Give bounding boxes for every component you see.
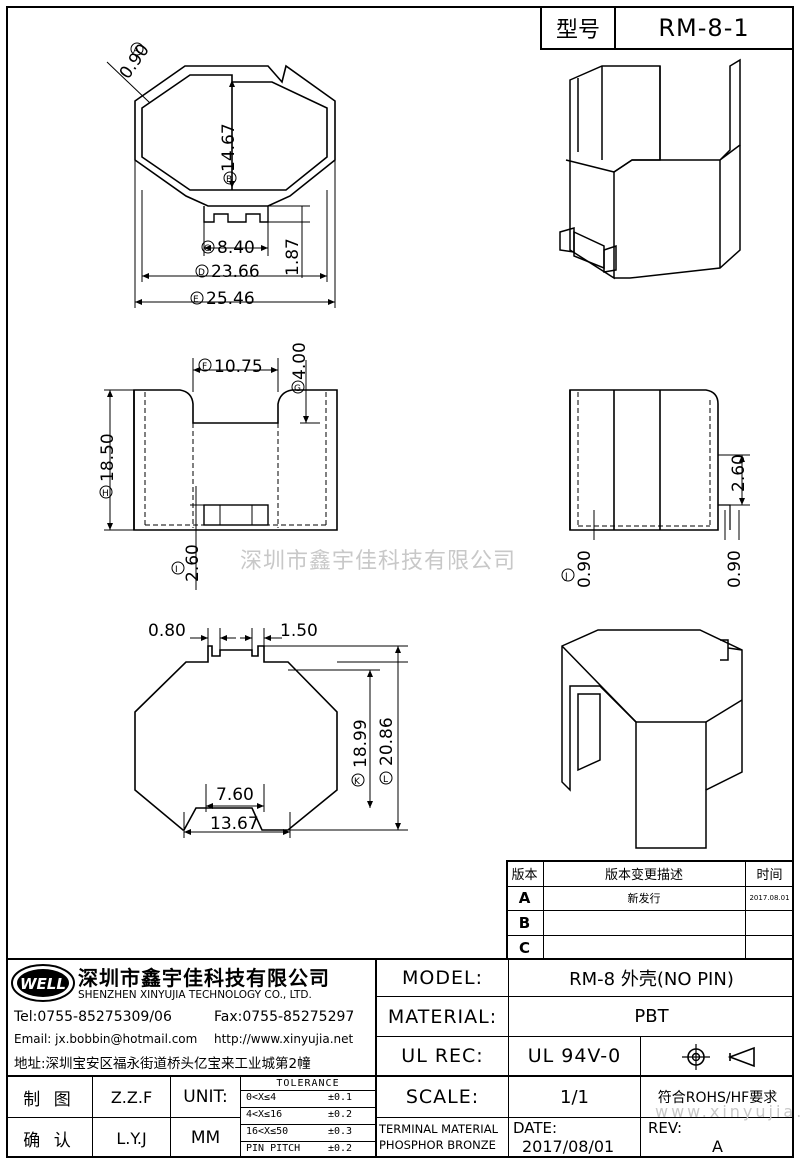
marker-c: C [204,244,210,254]
tol-range-3: 16<X≤50 [246,1126,289,1137]
rev-header-date: 时间 [756,867,783,883]
tol-value-4: ±0.2 [328,1143,353,1154]
material-value: PBT [634,1006,669,1027]
dim-slot1-text: 0.80 [148,621,186,641]
header-part-number: RM-8-1 [658,14,750,42]
iso-view-upper [559,58,741,280]
tol-value-2: ±0.2 [328,1109,353,1120]
dim-k-side-text: 0.90 [725,550,745,588]
tol-range-4: PIN PITCH [246,1143,301,1154]
company-watermark: 深圳市鑫宇佳科技有限公司 [240,549,517,574]
dim-h-text: 18.50 [98,433,118,482]
company-address: 地址:深圳宝安区福永街道桥头亿宝来工业城第2幢 [14,1056,311,1072]
tol-range-2: 4<X≤16 [246,1109,283,1120]
rev-label: REV: [648,1119,682,1137]
company-name-cn: 深圳市鑫宇佳科技有限公司 [78,966,330,990]
rev-header-desc: 版本变更描述 [604,867,683,883]
dim-side-height: 2.60 [729,454,749,492]
company-fax: Fax:0755-85275297 [214,1009,355,1025]
marker-b: B [226,175,232,185]
terminal-material-line2: PHOSPHOR BRONZE [379,1138,496,1152]
top-view [106,42,336,308]
rev-row-b-id: B [518,913,531,932]
projection-symbol-icon [682,1044,755,1070]
tolerance-title: TOLERANCE [276,1078,340,1089]
checked-label: 确 认 [23,1130,75,1151]
model-label: MODEL: [402,967,483,989]
checked-value: L.Y.J [116,1128,147,1148]
scale-value: 1/1 [560,1086,589,1108]
tol-range-1: 0<X≤4 [246,1092,277,1103]
marker-l: L [383,775,388,785]
company-email: Email: jx.bobbin@hotmail.com [14,1032,198,1046]
dim-g-text: 4.00 [290,342,310,380]
rev-row-a-desc: 新发行 [627,892,661,905]
drawn-label: 制 图 [23,1089,75,1110]
marker-k: K [354,777,361,787]
date-value: 2017/08/01 [522,1137,615,1156]
company-web[interactable]: http://www.xinyujia.net [214,1032,354,1046]
bottom-view [134,628,408,838]
marker-j: J [564,572,568,582]
model-value: RM-8 外壳(NO PIN) [569,969,734,990]
compliance-note: 符合ROHS/HF要求 [657,1090,778,1106]
marker-e: E [193,295,199,305]
unit-label: UNIT: [183,1087,228,1107]
dim-e-text: 25.46 [206,289,255,309]
dim-b-text: 14.67 [219,123,239,172]
front-view [99,358,338,590]
tol-value-1: ±0.1 [328,1092,353,1103]
ulrec-value: UL 94V-0 [527,1045,622,1067]
rev-row-a-date: 2017.08.01 [749,894,790,902]
dim-inner-text: 7.60 [216,785,254,805]
svg-text:WELL: WELL [20,975,66,993]
ulrec-label: UL REC: [401,1045,484,1067]
company-tel: Tel:0755-85275309/06 [14,1009,172,1025]
marker-a: A [133,46,140,56]
dim-l-text: 20.86 [377,717,397,766]
dim-d-text: 23.66 [211,262,260,282]
marker-d: D [198,268,205,278]
rev-row-a-id: A [518,889,531,907]
unit-value: MM [190,1128,221,1148]
rev-row-c-id: C [518,938,530,957]
side-view [561,389,750,582]
dim-j-text: 0.90 [575,550,595,588]
dim-h-text-top: 1.87 [283,238,303,276]
header-part-cell [614,6,794,50]
marker-i: I [175,565,178,575]
dim-i-text: 2.60 [183,544,203,582]
technical-drawing: A 0.90 B 14.67 C 8.40 D 23.66 E 25.46 1.… [98,40,750,849]
terminal-material-line1: TERMINAL MATERIAL [379,1122,498,1136]
dim-k-text: 18.99 [351,719,371,768]
date-label: DATE: [513,1119,558,1137]
marker-f: F [202,362,207,372]
material-label: MATERIAL: [387,1005,498,1028]
sheet-border [6,6,794,1158]
drawn-value: Z.Z.F [110,1087,153,1107]
company-name-en: SHENZHEN XINYUJIA TECHNOLOGY CO., LTD. [78,989,312,1001]
rev-value: A [712,1137,723,1156]
header-type-label: 型号 [555,18,600,43]
web-watermark: www.xinyujia.net [655,1102,800,1121]
marker-h: H [102,489,109,499]
scale-label: SCALE: [405,1086,480,1108]
dim-c-text: 8.40 [217,238,255,258]
iso-view-lower [561,629,743,849]
well-logo: WELL [11,964,75,1002]
dim-outer-text: 13.67 [210,814,259,834]
marker-g: G [294,384,301,394]
dim-a-text: 0.90 [116,40,154,82]
rev-header-version: 版本 [511,867,538,883]
dim-slot2-text: 1.50 [280,621,318,641]
tol-value-3: ±0.3 [328,1126,353,1137]
dim-f-text: 10.75 [214,357,263,377]
